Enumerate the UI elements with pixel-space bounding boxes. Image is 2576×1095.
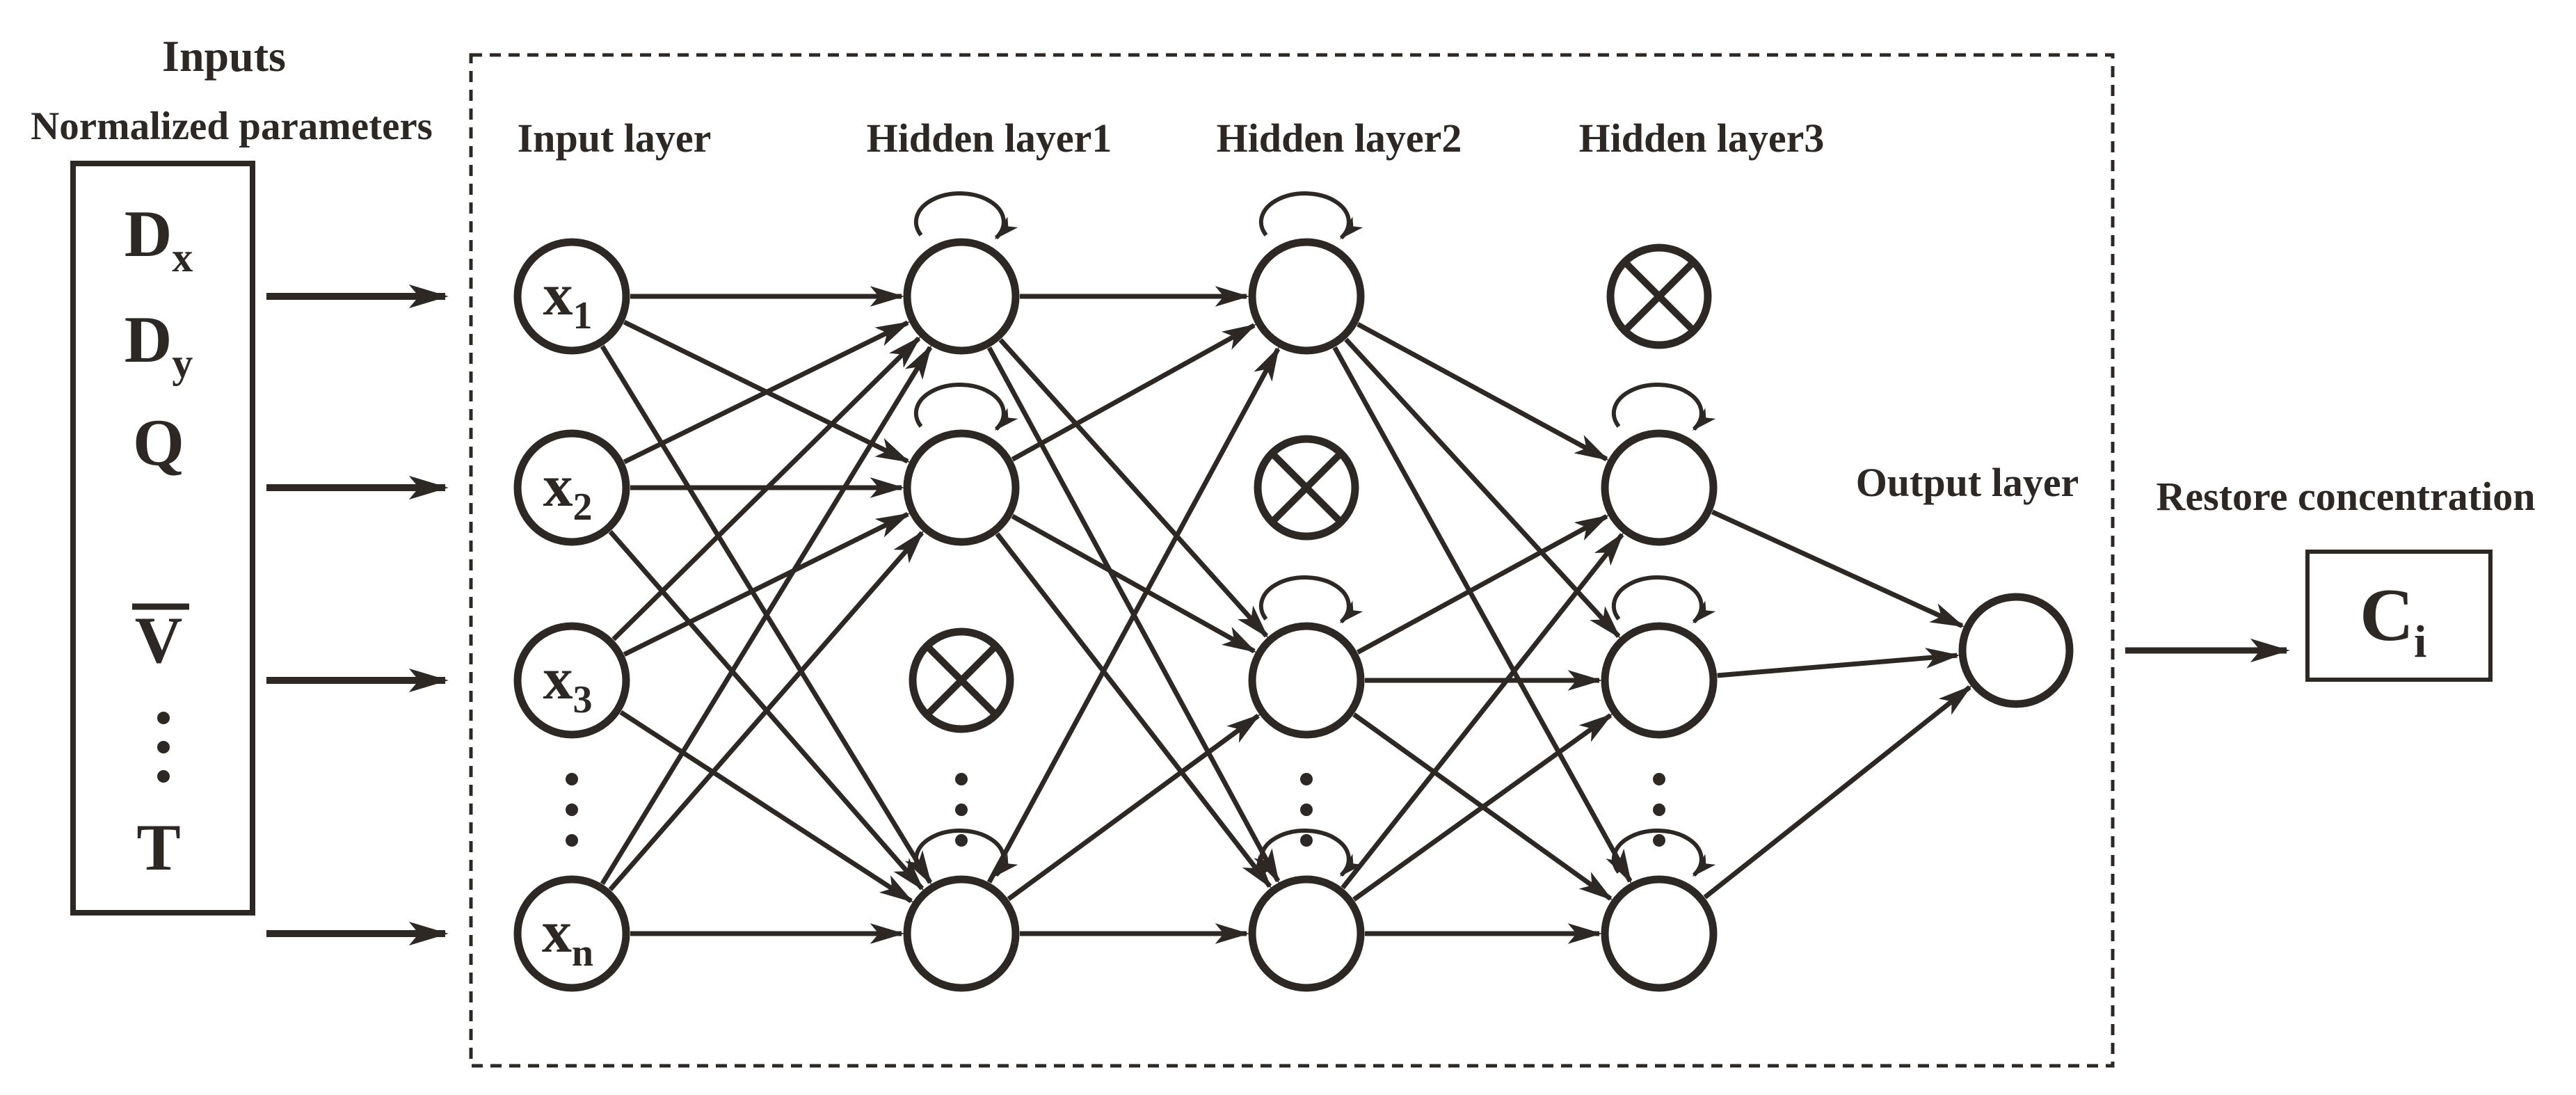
self-loop-hidden2-4 xyxy=(1258,829,1363,877)
dropout-cross-icon xyxy=(1624,262,1694,331)
self-loop-hidden1-1 xyxy=(913,191,1018,240)
edge-input4-hidden12 xyxy=(608,530,925,892)
node-label-x2: x2 xyxy=(543,452,593,529)
edge-hidden21-hidden32 xyxy=(1357,321,1610,462)
self-loop-hidden2-3 xyxy=(1258,575,1363,624)
self-loop-hidden1-4 xyxy=(913,829,1018,877)
edge-hidden33-output1 xyxy=(1717,648,1960,678)
edge-hidden24-hidden32 xyxy=(1341,532,1624,890)
param-label-Dx: Dx xyxy=(125,197,193,280)
column-dots-hidden3 xyxy=(1653,834,1665,847)
node-hidden3-3 xyxy=(1601,622,1718,739)
dropout-cross-icon xyxy=(927,646,996,715)
param-label-Q: Q xyxy=(133,406,184,479)
label-input-layer: Input layer xyxy=(518,115,712,161)
column-dots-input xyxy=(566,804,578,816)
node-hidden1-2 xyxy=(903,429,1020,546)
self-loop-hidden2-1 xyxy=(1258,191,1363,240)
column-dots-input xyxy=(566,773,578,785)
edge-hidden21-hidden34 xyxy=(1332,346,1633,884)
inputs-box-dots xyxy=(157,712,170,724)
node-label-x3: x3 xyxy=(543,645,593,721)
result-label: Ci xyxy=(2360,574,2426,667)
column-dots-hidden1 xyxy=(955,804,968,816)
edge-hidden21-hidden33 xyxy=(1344,337,1621,639)
node-hidden3-4 xyxy=(1601,875,1718,992)
edge-input3-hidden12 xyxy=(623,511,911,657)
node-input-4 xyxy=(513,875,630,992)
self-loop-hidden3-4 xyxy=(1611,829,1716,877)
node-hidden1-1 xyxy=(903,238,1020,355)
edge-hidden14-hidden21 xyxy=(986,346,1281,884)
edge-hidden23-hidden32 xyxy=(1357,514,1610,655)
column-dots-hidden2 xyxy=(1300,834,1313,847)
edge-hidden12-hidden21 xyxy=(1011,323,1257,462)
result-box xyxy=(2305,550,2493,682)
edge-input4-hidden11 xyxy=(600,344,933,886)
column-dots-input xyxy=(566,834,578,847)
node-hidden2-4 xyxy=(1248,875,1365,992)
inputs-box-dots xyxy=(157,741,170,753)
inputs-title-line1: Inputs xyxy=(162,31,286,81)
edge-hidden14-hidden23 xyxy=(1007,714,1261,902)
column-dots-hidden3 xyxy=(1653,804,1665,816)
self-loop-hidden3-3 xyxy=(1611,575,1716,624)
dropout-cross-icon xyxy=(1272,453,1341,522)
node-hidden1-4 xyxy=(903,875,1020,992)
label-restore-concentration: Restore concentration xyxy=(2157,474,2536,519)
label-hidden-layer1: Hidden layer1 xyxy=(867,115,1112,161)
self-loop-hidden3-2 xyxy=(1611,383,1716,431)
self-loop-hidden1-2 xyxy=(913,383,1018,431)
edge-hidden12-hidden23 xyxy=(1011,513,1257,654)
param-label-T: T xyxy=(136,810,180,884)
edge-hidden24-hidden33 xyxy=(1352,713,1613,902)
node-input-1 xyxy=(513,238,630,355)
node-label-xn: xn xyxy=(542,898,593,975)
node-input-2 xyxy=(513,429,630,546)
node-hidden2-3 xyxy=(1248,622,1365,739)
node-input-3 xyxy=(513,622,630,739)
column-dots-hidden1 xyxy=(955,773,968,785)
column-dots-hidden3 xyxy=(1653,773,1665,785)
inputs-box xyxy=(70,161,255,916)
column-dots-hidden1 xyxy=(955,834,968,847)
inputs-box-dots xyxy=(157,770,170,783)
edge-hidden34-output1 xyxy=(1703,685,1972,900)
label-hidden-layer3: Hidden layer3 xyxy=(1579,115,1825,161)
node-output-1 xyxy=(1958,593,2074,708)
node-hidden3-2 xyxy=(1601,429,1718,546)
edge-hidden12-hidden24 xyxy=(995,532,1272,889)
param-label-Dy: Dy xyxy=(125,303,193,386)
node-hidden2-1 xyxy=(1248,238,1365,355)
node-label-x1: x1 xyxy=(543,261,593,337)
edge-hidden11-hidden23 xyxy=(998,338,1269,639)
edge-input3-hidden14 xyxy=(619,710,914,904)
edge-hidden32-output1 xyxy=(1711,509,1965,628)
label-output-layer: Output layer xyxy=(1856,460,2079,505)
column-dots-hidden2 xyxy=(1300,773,1313,785)
inputs-title-line2: Normalized parameters xyxy=(31,104,433,148)
network-boundary xyxy=(469,53,2115,1068)
edge-input2-hidden11 xyxy=(623,320,911,465)
column-dots-hidden2 xyxy=(1300,804,1313,816)
label-hidden-layer2: Hidden layer2 xyxy=(1217,115,1462,161)
edge-input3-hidden11 xyxy=(611,336,921,641)
param-label-V: V xyxy=(135,603,183,677)
